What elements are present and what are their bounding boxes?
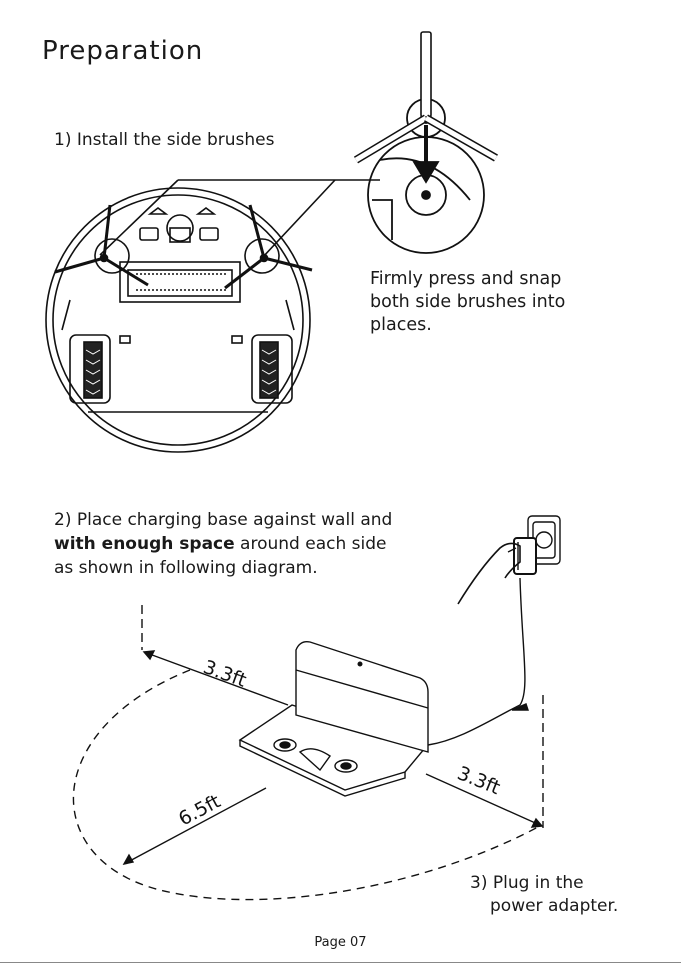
step-3-instructions: 3) Plug in the power adapter. bbox=[470, 872, 618, 918]
page-number: Page 07 bbox=[0, 935, 681, 950]
front-clearance-label: 6.5ft bbox=[175, 790, 224, 830]
bottom-rule bbox=[0, 962, 681, 963]
step-3-line: power adapter. bbox=[470, 895, 618, 918]
step-3-line: 3) Plug in the bbox=[470, 872, 618, 895]
back-clearance-label: 3.3ft bbox=[200, 656, 249, 692]
side-clearance-label: 3.3ft bbox=[454, 762, 503, 799]
